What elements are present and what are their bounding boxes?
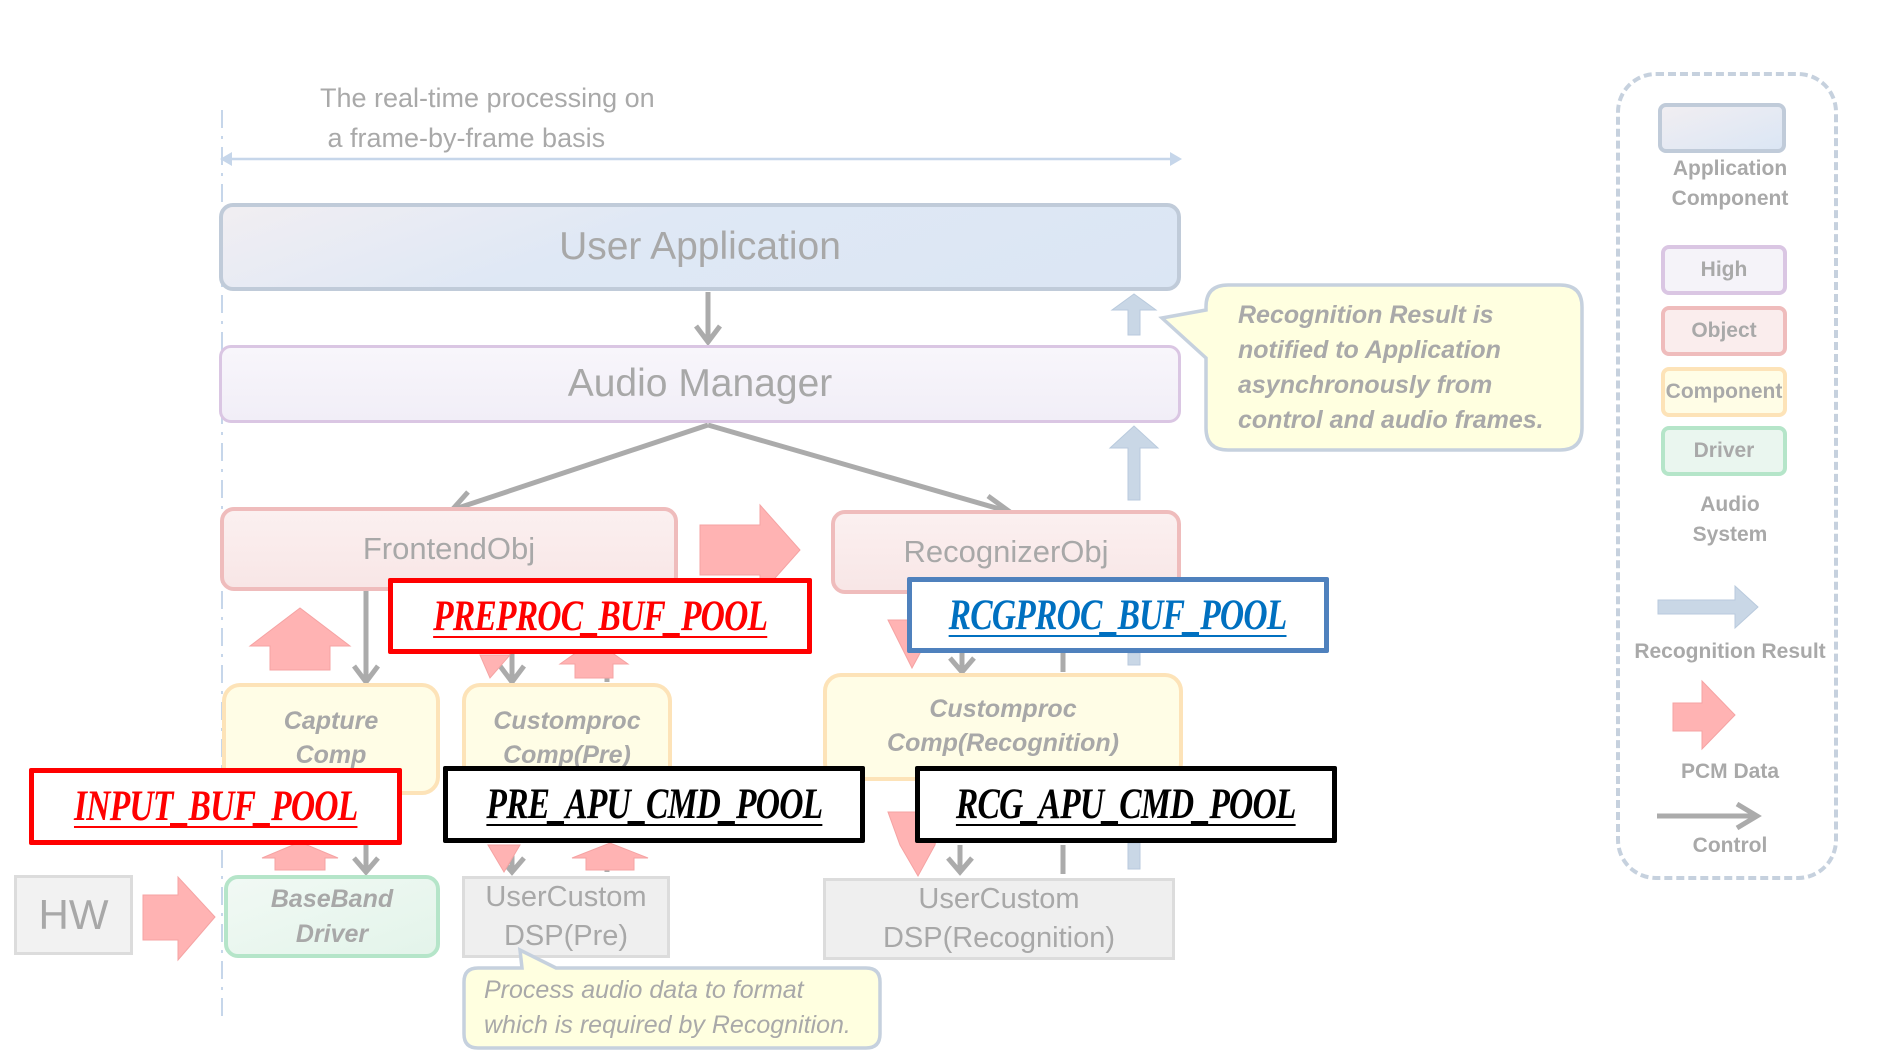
rcgproc-buf-pool-text: RCGPROC_BUF_POOL xyxy=(949,591,1288,639)
legend-driver-swatch: Driver xyxy=(1661,426,1787,476)
capture-comp-line1: Capture xyxy=(283,707,379,736)
control-arrow-app-to-manager xyxy=(694,292,722,347)
user-application-block: User Application xyxy=(219,203,1181,291)
customproc-pre-line2: Comp(Pre) xyxy=(503,741,631,769)
process-audio-callout-line1: Process audio data to format xyxy=(484,976,804,1004)
baseband-driver-line2: Driver xyxy=(295,919,369,948)
recognition-callout-line4: control and audio frames. xyxy=(1238,406,1544,434)
realtime-caption-line2: a frame-by-frame basis xyxy=(320,123,606,153)
recognition-callout-text: Recognition Result is notified to Applic… xyxy=(1238,298,1544,438)
recognition-callout-line3: asynchronously from xyxy=(1238,371,1493,399)
usercustom-dsp-pre-line1: UserCustom xyxy=(485,880,647,913)
customproc-pre-line1: Customproc xyxy=(493,707,641,736)
baseband-driver-line1: BaseBand xyxy=(270,884,394,913)
pcm-arrow-hw-to-baseband xyxy=(142,875,216,962)
legend-recognition-result: Recognition Result xyxy=(1634,640,1826,663)
pcm-arrow-baseband-up xyxy=(261,841,339,871)
pcm-arrow-frontend-to-recognizer xyxy=(699,503,801,597)
legend-component-label: Component xyxy=(1665,380,1783,403)
control-arrow-to-customproc-pre xyxy=(498,650,526,687)
rcgproc-buf-pool-label: RCGPROC_BUF_POOL xyxy=(907,577,1329,653)
legend-application-swatch xyxy=(1658,103,1786,153)
result-arrow-to-app xyxy=(1110,293,1158,336)
frame-span-arrow xyxy=(220,152,1182,166)
recognizer-obj-label: RecognizerObj xyxy=(903,534,1109,569)
result-arrow-stem-2 xyxy=(1127,842,1141,870)
legend-audio-system-line1: Audio xyxy=(1700,493,1760,516)
input-buf-pool-text: INPUT_BUF_POOL xyxy=(73,783,358,830)
result-arrow-stem-1 xyxy=(1127,652,1141,666)
baseband-driver-block: BaseBand Driver xyxy=(224,875,440,958)
control-arrow-to-dsp-rcg xyxy=(946,845,974,876)
legend-driver-label: Driver xyxy=(1693,439,1755,462)
legend-pcm-data: PCM Data xyxy=(1680,760,1780,783)
pcm-arrow-pre-down xyxy=(479,654,512,679)
legend-application-line2: Component xyxy=(1671,187,1789,210)
recognition-callout-line2: notified to Application xyxy=(1238,336,1501,364)
usercustom-dsp-pre-block: UserCustom DSP(Pre) xyxy=(462,876,670,958)
legend-object-swatch: Object xyxy=(1661,306,1787,356)
rcg-apu-cmd-pool-label: RCG_APU_CMD_POOL xyxy=(915,766,1337,843)
customproc-recognition-line1: Customproc xyxy=(929,695,1077,724)
control-arrow-manager-to-frontend xyxy=(447,422,709,517)
audio-manager-label: Audio Manager xyxy=(567,362,833,405)
usercustom-dsp-recognition-line1: UserCustom xyxy=(918,882,1080,915)
result-arrow-to-manager xyxy=(1108,425,1160,501)
frontend-obj-block: FrontendObj xyxy=(220,507,678,591)
legend-application-line1: Application xyxy=(1672,157,1788,180)
preproc-buf-pool-text: PREPROC_BUF_POOL xyxy=(432,592,768,640)
legend-panel xyxy=(1616,72,1838,880)
rcg-apu-cmd-pool-text: RCG_APU_CMD_POOL xyxy=(956,781,1296,828)
capture-comp-line2: Comp xyxy=(295,741,367,769)
control-arrow-frontend-to-capture xyxy=(352,590,380,687)
realtime-caption-line1: The real-time processing on xyxy=(320,83,655,113)
legend-control: Control xyxy=(1692,834,1768,857)
usercustom-dsp-recognition-line2: DSP(Recognition) xyxy=(882,922,1116,954)
usercustom-dsp-recognition-block: UserCustom DSP(Recognition) xyxy=(823,878,1175,960)
legend-audio-system-line2: System xyxy=(1692,523,1768,546)
process-audio-callout-line2: which is required by Recognition. xyxy=(484,1011,851,1039)
hw-label: HW xyxy=(38,891,109,938)
pre-apu-cmd-pool-label: PRE_APU_CMD_POOL xyxy=(443,766,865,843)
legend-audio-system: Audio System xyxy=(1640,490,1820,550)
control-arrow-capture-to-baseband xyxy=(352,845,380,876)
customproc-recognition-block: Customproc Comp(Recognition) xyxy=(823,673,1183,781)
usercustom-dsp-pre-line2: DSP(Pre) xyxy=(503,920,629,952)
pcm-arrow-capture-up xyxy=(248,607,352,671)
legend-high-label: High xyxy=(1700,258,1748,281)
pcm-arrow-dsp-pre-up xyxy=(571,842,649,871)
legend-high-swatch: High xyxy=(1661,245,1787,295)
hw-block: HW xyxy=(14,875,133,955)
pcm-arrow-dsp-pre-down xyxy=(487,844,521,873)
input-buf-pool-label: INPUT_BUF_POOL xyxy=(29,768,402,845)
user-application-label: User Application xyxy=(559,225,841,268)
customproc-recognition-line2: Comp(Recognition) xyxy=(887,729,1119,757)
frontend-obj-label: FrontendObj xyxy=(362,531,536,566)
recognition-callout-line1: Recognition Result is xyxy=(1238,301,1494,329)
result-arrows xyxy=(1108,293,1160,870)
legend-object-label: Object xyxy=(1691,319,1757,342)
pre-apu-cmd-pool-text: PRE_APU_CMD_POOL xyxy=(486,781,823,828)
control-arrow-manager-to-recognizer xyxy=(707,422,1016,521)
process-audio-callout-text: Process audio data to format which is re… xyxy=(484,973,851,1043)
legend-application-component: Application Component xyxy=(1640,154,1820,214)
legend-component-swatch: Component xyxy=(1661,367,1787,417)
realtime-caption: The real-time processing on a frame-by-f… xyxy=(320,78,655,158)
audio-manager-block: Audio Manager xyxy=(219,345,1181,423)
control-arrow-to-customproc-rcg xyxy=(948,652,976,676)
preproc-buf-pool-label: PREPROC_BUF_POOL xyxy=(388,578,812,654)
